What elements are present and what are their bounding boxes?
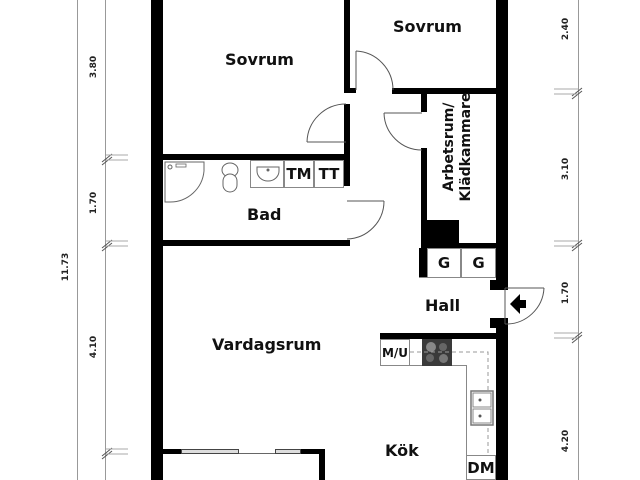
counter-left-edge (466, 365, 467, 455)
dimension-tick-right-1 (554, 87, 583, 100)
room-label-sovrum-1: Sovrum (225, 50, 294, 69)
outer-wall-right (496, 0, 508, 288)
dimension-tick-left-1 (101, 153, 128, 166)
dimension-line-left (105, 0, 106, 480)
sink-icon (256, 166, 280, 182)
sovrum1-right-wall-top (344, 0, 350, 90)
dimension-label-right-1: 2.40 (561, 17, 572, 41)
window-right (275, 449, 301, 454)
door-sovrum1[interactable] (306, 103, 350, 143)
dimension-label-right-3: 1.70 (561, 281, 572, 305)
window-left (181, 449, 239, 454)
dimension-label-left-1: 3.80 (89, 55, 100, 79)
dimension-line-right (578, 0, 579, 480)
arbetsrum-bottom-wall (459, 243, 499, 248)
balcony-wall-right (301, 449, 325, 454)
sovrum2-left-stub (344, 88, 356, 93)
wardrobe-g-2: G (461, 248, 496, 278)
sink-cabinet (250, 160, 284, 188)
dimension-tick-right-2 (554, 239, 583, 252)
sovrum1-right-wall-low (344, 140, 350, 158)
room-label-arbetsrum: Arbetsrum/ Klädkammare (441, 92, 474, 202)
room-label-hall: Hall (425, 296, 461, 315)
sovrum1-right-wall-mid (344, 104, 350, 140)
room-label-bad: Bad (247, 205, 282, 224)
room-label-kok: Kök (385, 441, 419, 460)
door-sovrum2[interactable] (355, 50, 395, 94)
dimension-tick-right-3 (554, 331, 583, 344)
entrance-door[interactable] (504, 287, 548, 327)
room-label-sovrum-2: Sovrum (393, 17, 462, 36)
dishwasher-dm: DM (466, 455, 496, 480)
dimension-tick-left-3 (101, 447, 128, 460)
shower-icon (164, 161, 205, 203)
entrance-jamb-bottom (490, 318, 508, 328)
room-label-vardagsrum: Vardagsrum (212, 335, 322, 354)
balcony-side-wall (319, 449, 325, 480)
toilet-icon (221, 162, 239, 193)
entrance-arrow-icon (510, 294, 526, 314)
hall-left-wall (419, 248, 427, 278)
entrance-jamb-top (490, 280, 508, 290)
arbetsrum-left-wall-top (421, 90, 427, 112)
dimension-label-left-3: 4.10 (89, 335, 100, 359)
sovrum2-bottom-wall (392, 88, 502, 94)
dryer-tt: TT (314, 160, 344, 188)
dimension-label-left-2: 1.70 (89, 191, 100, 215)
door-arbetsrum[interactable] (383, 112, 424, 152)
dimension-label-total: 11.73 (61, 252, 72, 282)
hall-wall-line (419, 277, 496, 278)
dimension-tick-left-2 (101, 239, 128, 252)
door-bad[interactable] (346, 200, 386, 242)
bad-right-wall-top (344, 156, 350, 186)
sovrum1-bottom-wall (151, 154, 350, 160)
washing-machine-tm: TM (284, 160, 314, 188)
bad-bottom-wall (151, 240, 350, 246)
fridge-freezer-mu: M/U (380, 339, 410, 366)
outer-wall-right-lower (496, 322, 508, 480)
dimension-label-right-2: 3.10 (561, 157, 572, 181)
wardrobe-g-1: G (427, 248, 461, 278)
door-opening-line (239, 453, 275, 454)
arbetsrum-left-wall (421, 148, 427, 278)
dimension-label-right-4: 4.20 (561, 429, 572, 453)
kitchen-top-wall (380, 333, 502, 339)
closet-block (421, 220, 459, 248)
kitchen-sink-icon (470, 390, 494, 426)
dimension-line-total (77, 0, 78, 480)
balcony-wall-left (163, 449, 181, 454)
